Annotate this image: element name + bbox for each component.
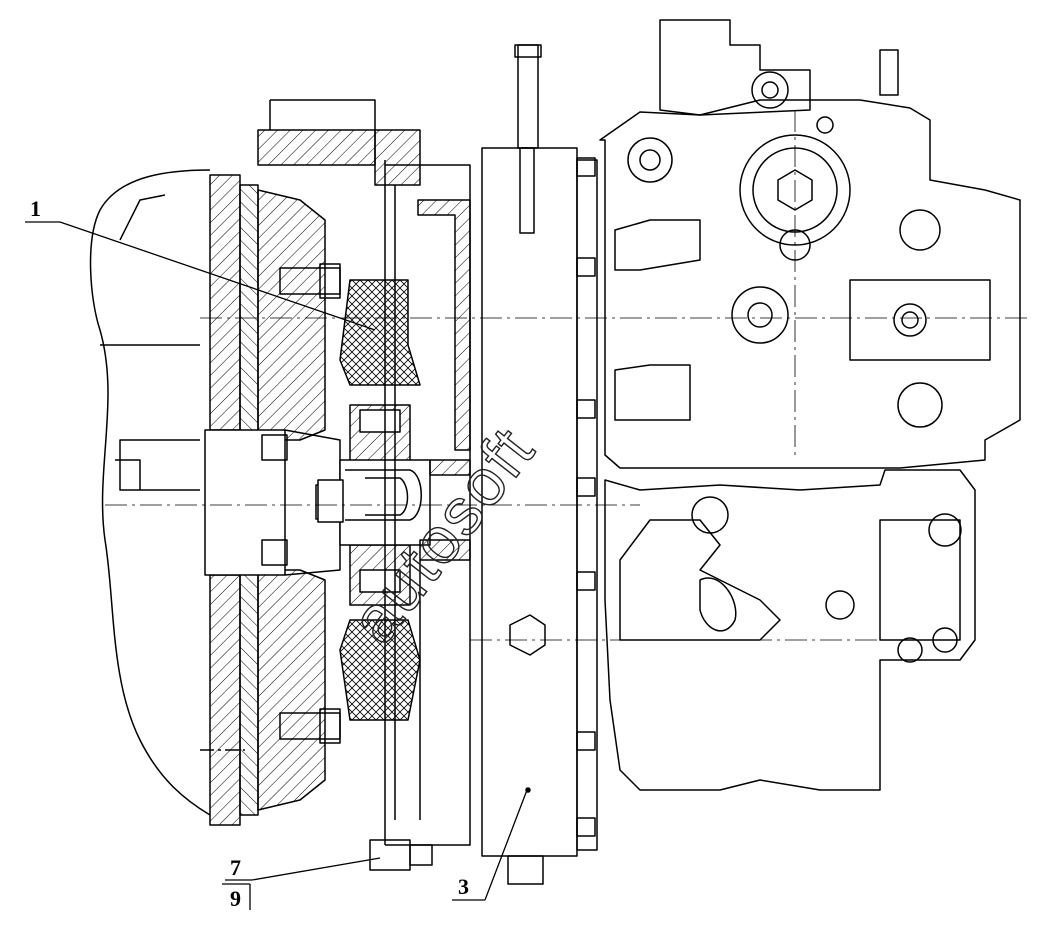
engine-housing xyxy=(89,169,211,816)
callout-7: 7 xyxy=(230,855,241,880)
upper-pump xyxy=(599,99,1021,469)
callout-9: 9 xyxy=(230,886,241,911)
flywheel xyxy=(257,189,326,441)
callout-1: 1 xyxy=(30,196,41,221)
flywheel-housing xyxy=(209,174,241,431)
lower-pump xyxy=(604,469,976,791)
callout-3: 3 xyxy=(458,874,469,899)
flange-plate xyxy=(481,147,578,857)
flange-bolts xyxy=(576,157,596,837)
elastic-coupling xyxy=(339,279,421,386)
